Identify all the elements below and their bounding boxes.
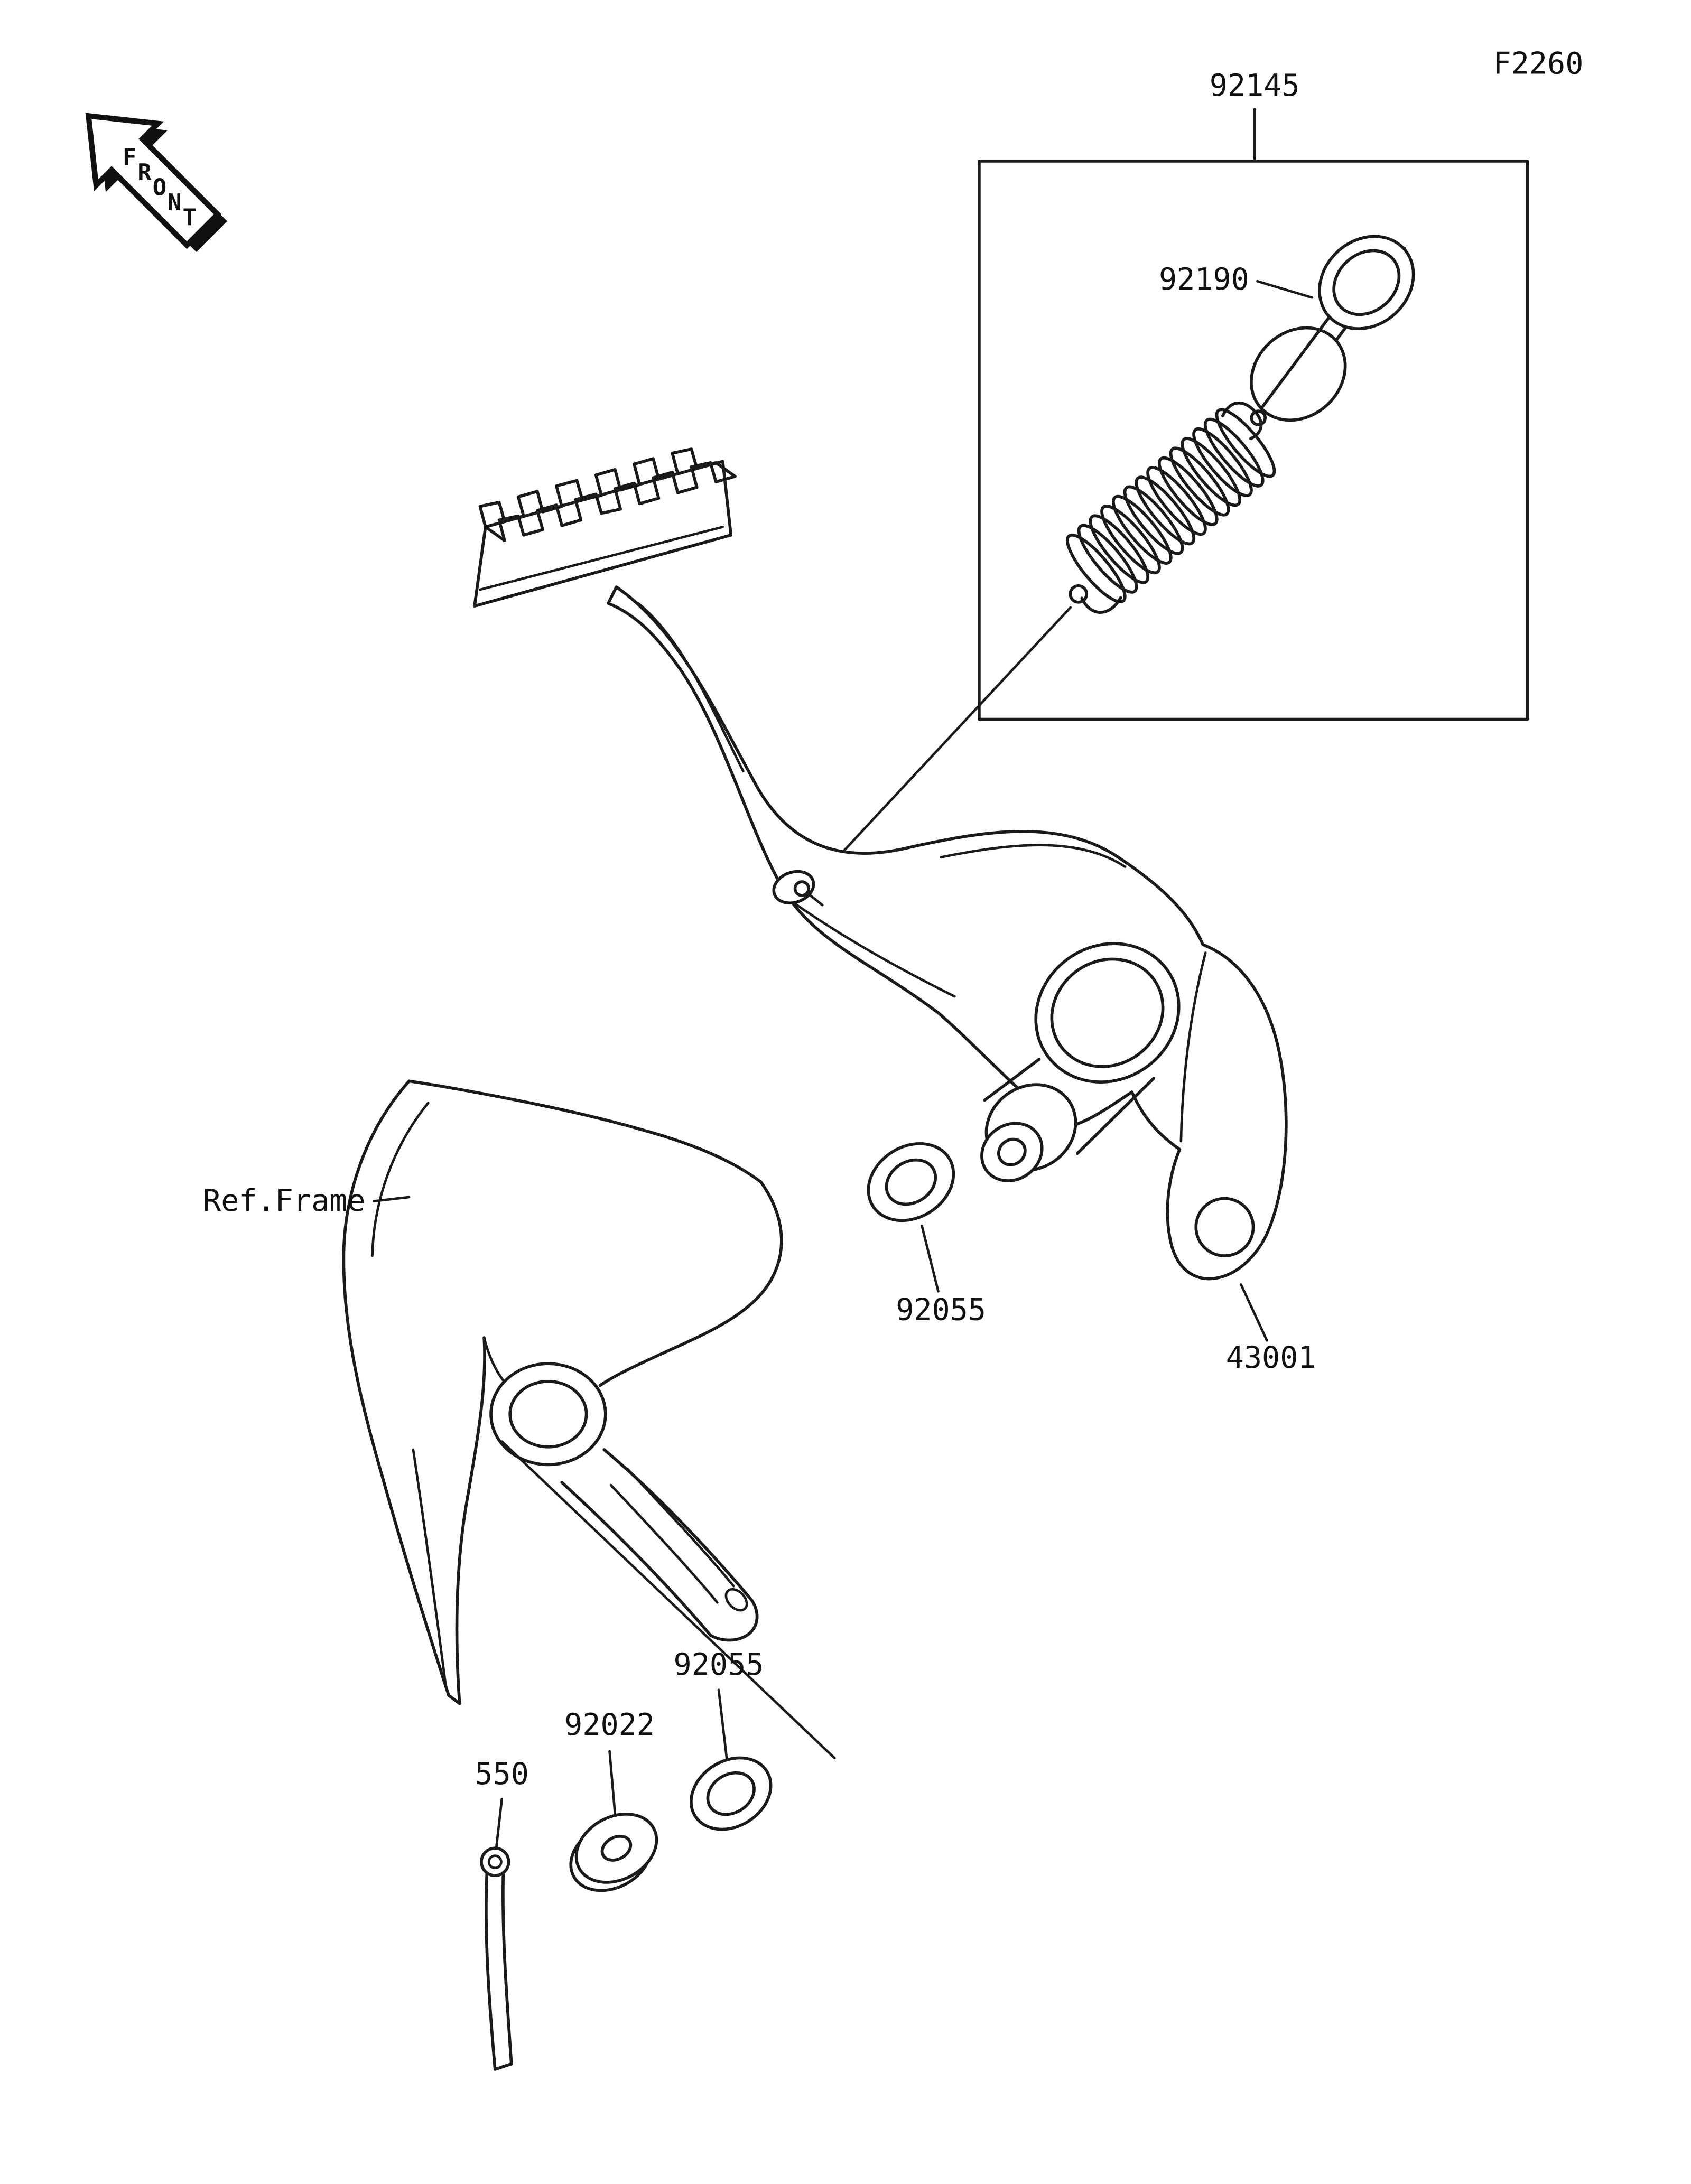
leader-43001 [1240,1283,1268,1342]
leader-92055-upper [921,1224,940,1293]
kit-box-outline [978,160,1529,721]
labels: F2260 92145 92190 Ref.Frame 92055 43001 … [203,46,1584,1849]
frame-lower-arm [560,1448,759,1642]
bracket-hole [1194,1197,1255,1257]
leader-92022 [608,1750,617,1816]
pedal-teeth [478,447,735,543]
label-550: 550 [475,1757,529,1791]
label-92145: 92145 [1210,68,1300,103]
frame-pivot-hole [489,1362,607,1467]
leader-line-axis [500,1440,836,1760]
label-ref-frame: Ref.Frame [203,1183,366,1218]
cotter-pin [480,1846,513,2071]
leader-550 [495,1798,503,1849]
washer-upper [867,1142,955,1222]
leader-92055-lower [717,1688,728,1761]
frame [342,1079,783,1705]
brake-pedal [473,447,1288,1281]
return-spring [1066,401,1276,614]
washer-lower [690,1756,773,1831]
label-92055-upper: 92055 [896,1292,986,1327]
leader-line-kit-to-pedal [806,606,1072,891]
pivot-boss [980,942,1181,1182]
spring-anchor-hole [772,870,824,907]
figure-code: F2260 [1493,46,1584,81]
pedal-foot-plate [473,460,733,608]
leader-ref-frame [372,1196,411,1203]
pedal-arm [607,585,1288,1281]
kit-box [978,160,1529,721]
flat-washer [569,1813,658,1892]
bracket-fold-line [1179,951,1207,1143]
collar-part [1250,235,1415,422]
label-92055-lower: 92055 [674,1647,764,1682]
label-92190: 92190 [1159,262,1249,297]
label-92022: 92022 [564,1707,655,1742]
front-arrow-body [85,113,222,249]
leader-92190 [1256,279,1313,299]
label-43001: 43001 [1226,1340,1316,1375]
front-arrow-icon: FRONT [85,113,227,252]
